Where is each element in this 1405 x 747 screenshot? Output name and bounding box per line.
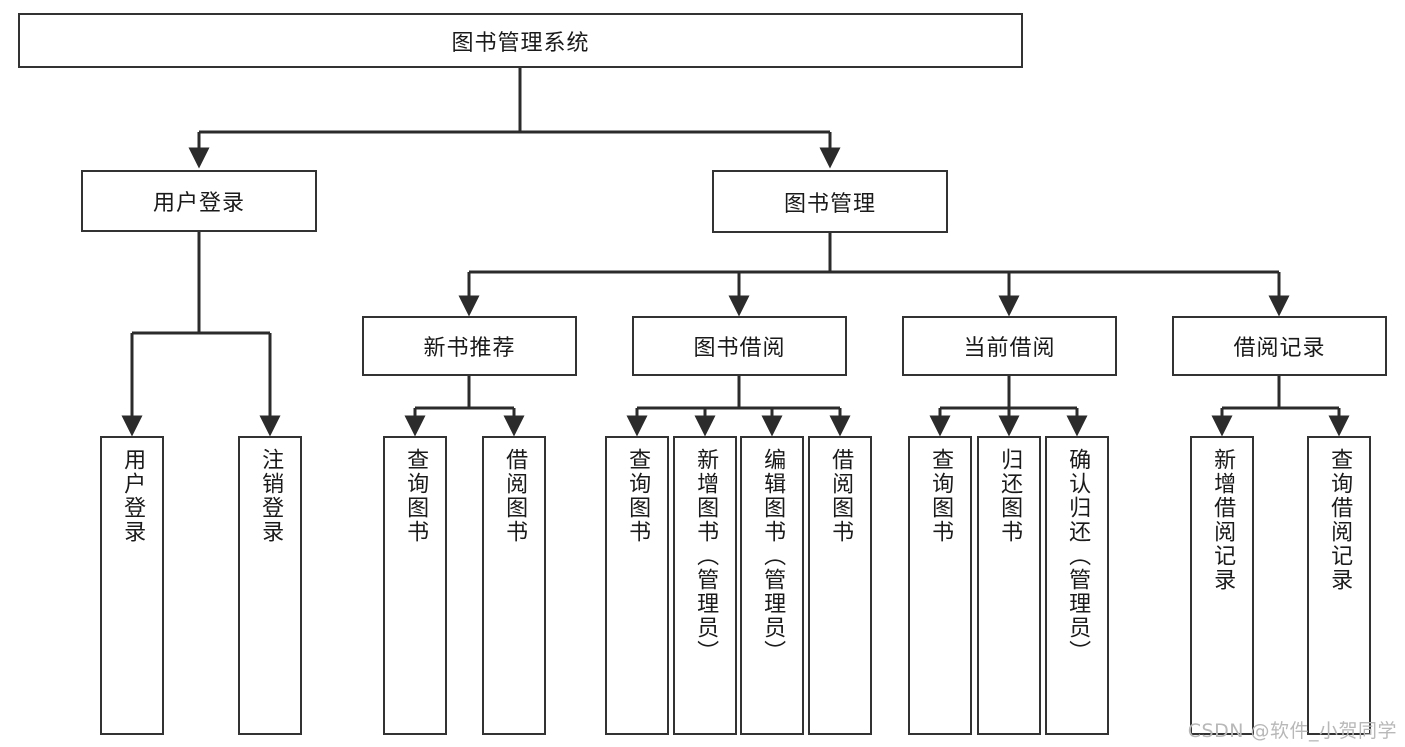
node-book-borrow[interactable]: 图书借阅 bbox=[632, 316, 847, 376]
node-leaf-edit-book-label: 编辑图书（管理员） bbox=[760, 448, 786, 664]
node-leaf-query-book-2-label: 查询图书 bbox=[625, 448, 651, 544]
node-new-book-recommend-label: 新书推荐 bbox=[423, 336, 516, 361]
node-leaf-borrow-book-1-label: 借阅图书 bbox=[502, 448, 528, 544]
node-leaf-add-record-label: 新增借阅记录 bbox=[1210, 448, 1236, 592]
node-new-book-recommend[interactable]: 新书推荐 bbox=[362, 316, 577, 376]
node-book-manage[interactable]: 图书管理 bbox=[712, 170, 948, 233]
node-book-borrow-label: 图书借阅 bbox=[693, 336, 786, 361]
node-borrow-record[interactable]: 借阅记录 bbox=[1172, 316, 1387, 376]
node-leaf-query-book-2[interactable]: 查询图书 bbox=[605, 436, 669, 735]
node-leaf-add-record[interactable]: 新增借阅记录 bbox=[1190, 436, 1254, 735]
node-leaf-query-record-label: 查询借阅记录 bbox=[1327, 448, 1353, 592]
node-leaf-user-login[interactable]: 用户登录 bbox=[100, 436, 164, 735]
node-leaf-return-book-label: 归还图书 bbox=[997, 448, 1023, 544]
node-user-login-label: 用户登录 bbox=[152, 191, 245, 216]
node-current-borrow[interactable]: 当前借阅 bbox=[902, 316, 1117, 376]
node-borrow-record-label: 借阅记录 bbox=[1233, 336, 1326, 361]
node-leaf-confirm-return-label: 确认归还（管理员） bbox=[1065, 448, 1091, 664]
node-leaf-query-book-1[interactable]: 查询图书 bbox=[383, 436, 447, 735]
node-leaf-add-book[interactable]: 新增图书（管理员） bbox=[673, 436, 737, 735]
node-leaf-query-book-3[interactable]: 查询图书 bbox=[908, 436, 972, 735]
node-leaf-user-login-label: 用户登录 bbox=[120, 448, 146, 544]
node-leaf-query-book-3-label: 查询图书 bbox=[928, 448, 954, 544]
node-leaf-borrow-book-2-label: 借阅图书 bbox=[828, 448, 854, 544]
node-leaf-borrow-book-1[interactable]: 借阅图书 bbox=[482, 436, 546, 735]
node-leaf-query-record[interactable]: 查询借阅记录 bbox=[1307, 436, 1371, 735]
node-root-system-label: 图书管理系统 bbox=[451, 30, 590, 56]
csdn-watermark: CSDN @软件_小贺同学 bbox=[1187, 720, 1397, 742]
node-leaf-borrow-book-2[interactable]: 借阅图书 bbox=[808, 436, 872, 735]
node-leaf-query-book-1-label: 查询图书 bbox=[403, 448, 429, 544]
node-root-system[interactable]: 图书管理系统 bbox=[18, 13, 1023, 68]
node-current-borrow-label: 当前借阅 bbox=[963, 336, 1056, 361]
node-leaf-logout-login-label: 注销登录 bbox=[258, 448, 284, 544]
node-leaf-confirm-return[interactable]: 确认归还（管理员） bbox=[1045, 436, 1109, 735]
node-book-manage-label: 图书管理 bbox=[783, 191, 876, 217]
node-leaf-edit-book[interactable]: 编辑图书（管理员） bbox=[740, 436, 804, 735]
node-leaf-logout-login[interactable]: 注销登录 bbox=[238, 436, 302, 735]
node-leaf-add-book-label: 新增图书（管理员） bbox=[693, 448, 719, 664]
node-user-login[interactable]: 用户登录 bbox=[81, 170, 317, 232]
node-leaf-return-book[interactable]: 归还图书 bbox=[977, 436, 1041, 735]
